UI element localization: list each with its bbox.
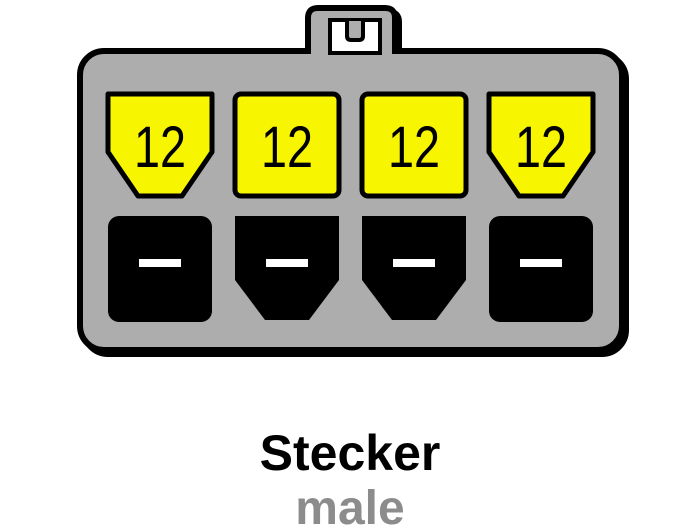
pin-bottom-3 (362, 216, 466, 320)
pin-row-top: 12 12 12 12 (105, 91, 596, 199)
minus-mark (393, 259, 435, 267)
pin-top-4 (486, 91, 596, 199)
latch-tongue (345, 21, 365, 42)
pin-label-12: 12 (388, 115, 440, 180)
caption-subtitle: male (295, 482, 405, 530)
minus-mark (520, 259, 562, 267)
pin-top-1 (105, 91, 215, 199)
pin-row-bottom (108, 216, 593, 322)
pin-label-12: 12 (515, 115, 567, 180)
pin-top-2 (232, 91, 342, 199)
connector-diagram: 12 12 12 12 (77, 5, 629, 357)
pin-bottom-4 (489, 216, 593, 322)
pin-bottom-1 (108, 216, 212, 322)
pin-label-12: 12 (261, 115, 313, 180)
minus-mark (266, 259, 308, 267)
pin-label-12: 12 (134, 115, 186, 180)
minus-mark (139, 259, 181, 267)
pin-bottom-2 (235, 216, 339, 320)
pin-top-3 (359, 91, 469, 199)
caption-title: Stecker (259, 425, 441, 481)
